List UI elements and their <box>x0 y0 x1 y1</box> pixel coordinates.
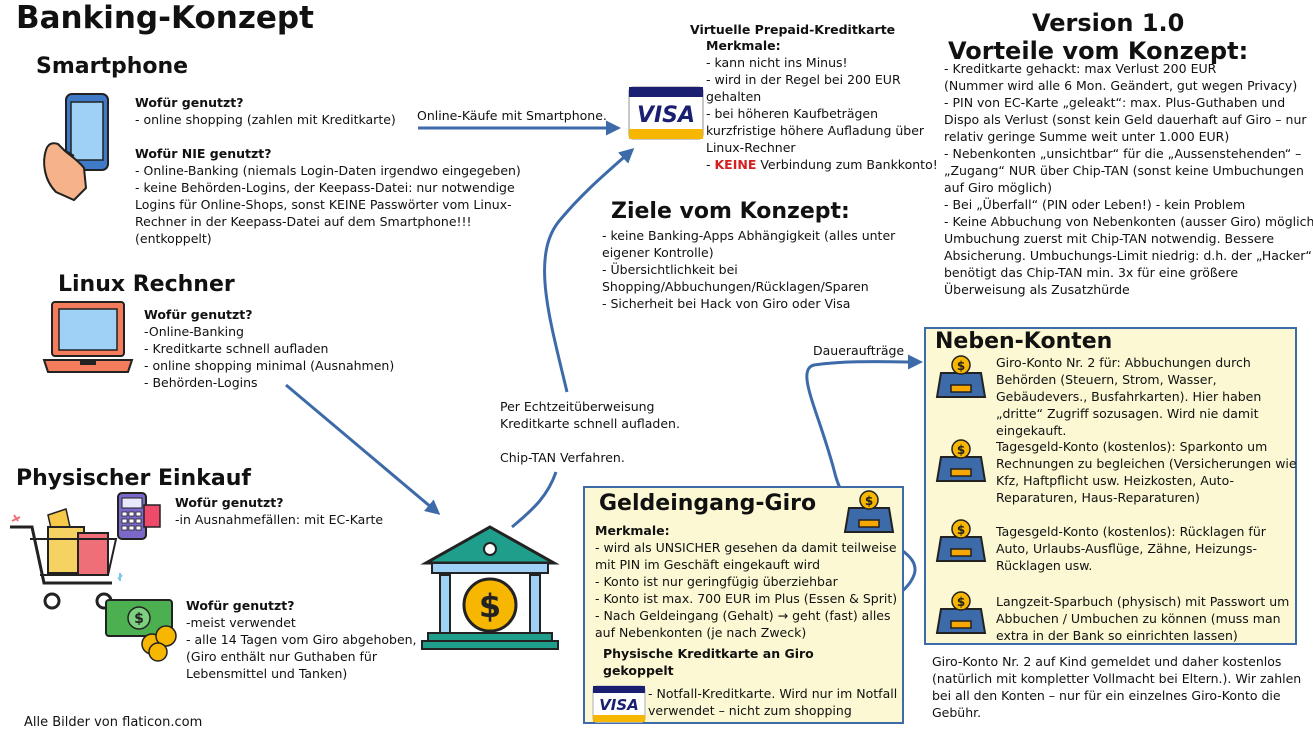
visa-card-icon: VISA <box>628 86 704 144</box>
visa-heading: Virtuelle Prepaid-Kreditkarte <box>690 22 896 37</box>
physisch-heading: Physischer Einkauf <box>16 466 251 491</box>
svg-text:VISA: VISA <box>599 696 639 714</box>
ziele-heading: Ziele vom Konzept: <box>611 199 850 224</box>
money-box-icon: $ <box>933 517 989 571</box>
vorteile-heading: Vorteile vom Konzept: <box>948 37 1249 65</box>
money-box-icon: $ <box>933 589 989 643</box>
card-use-text: Wofür genutzt? -in Ausnahmefällen: mit E… <box>175 495 384 527</box>
arrow-bank-to-recharge <box>511 471 558 529</box>
giro-box: Geldeingang-Giro $ Merkmale: - wird als … <box>583 486 904 724</box>
neben-footnote: Giro-Konto Nr. 2 auf Kind gemeldet und d… <box>932 654 1302 720</box>
cash-coins-icon: $ <box>104 596 182 666</box>
money-box-icon: $ <box>933 353 989 407</box>
account-4-text: Langzeit-Sparbuch (physisch) mit Passwor… <box>996 594 1290 643</box>
svg-text:$: $ <box>957 595 965 609</box>
svg-text:$: $ <box>957 359 965 373</box>
svg-text:$: $ <box>957 523 965 537</box>
arrow-linux-to-bank <box>285 383 441 515</box>
giro-heading: Geldeingang-Giro <box>599 491 817 516</box>
money-box-icon: $ <box>933 437 989 491</box>
arrow-recharge-to-visa <box>543 147 635 393</box>
smartphone-use-text: Wofür genutzt? - online shopping (zahlen… <box>135 95 521 246</box>
standing-orders-label: Daueraufträge <box>813 343 905 358</box>
version-label: Version 1.0 <box>1032 9 1185 37</box>
giro-card-heading: Physische Kreditkarte an Giro gekoppelt <box>603 646 814 678</box>
online-purchase-label: Online-Käufe mit Smartphone. <box>417 108 607 123</box>
bank-building-icon: $ <box>420 523 560 657</box>
neben-konten-box: Neben-Konten $ Giro-Konto Nr. 2 für: Abb… <box>924 327 1297 645</box>
recharge-label: Per Echtzeitüberweisung Kreditkarte schn… <box>500 399 680 465</box>
account-2-text: Tagesgeld-Konto (kostenlos): Sparkonto u… <box>996 439 1297 505</box>
image-credit: Alle Bilder von flaticon.com <box>24 715 203 730</box>
vorteile-text: - Kreditkarte gehackt: max Verlust 200 E… <box>944 61 1313 297</box>
smartphone-heading: Smartphone <box>36 54 189 79</box>
ziele-text: - keine Banking-Apps Abhängigkeit (alles… <box>602 228 896 311</box>
visa-logo-text: VISA <box>637 103 695 128</box>
keine-highlight: KEINE <box>714 157 757 172</box>
giro-card-text: - Notfall-Kreditkarte. Wird nur im Notfa… <box>648 686 898 718</box>
page-title: Banking-Konzept <box>16 0 314 36</box>
card-terminal-icon <box>114 491 164 547</box>
svg-text:$: $ <box>865 494 873 508</box>
money-box-icon: $ <box>841 488 897 542</box>
smartphone-hand-icon <box>38 92 118 206</box>
neben-heading: Neben-Konten <box>935 329 1113 354</box>
giro-text: Merkmale: - wird als UNSICHER gesehen da… <box>595 523 898 640</box>
svg-text:$: $ <box>957 443 965 457</box>
visa-text: Merkmale: - kann nicht ins Minus! - wird… <box>706 38 938 172</box>
linux-heading: Linux Rechner <box>58 272 235 297</box>
linux-text: Wofür genutzt? -Online-Banking - Kreditk… <box>144 307 395 390</box>
cash-use-text: Wofür genutzt? -meist verwendet - alle 1… <box>186 598 417 681</box>
visa-card-small-icon: VISA <box>592 685 646 727</box>
svg-text:$: $ <box>134 611 144 627</box>
svg-text:$: $ <box>479 587 501 625</box>
laptop-icon <box>42 300 134 380</box>
account-1-text: Giro-Konto Nr. 2 für: Abbuchungen durch … <box>996 355 1262 438</box>
account-3-text: Tagesgeld-Konto (kostenlos): Rücklagen f… <box>996 524 1266 573</box>
